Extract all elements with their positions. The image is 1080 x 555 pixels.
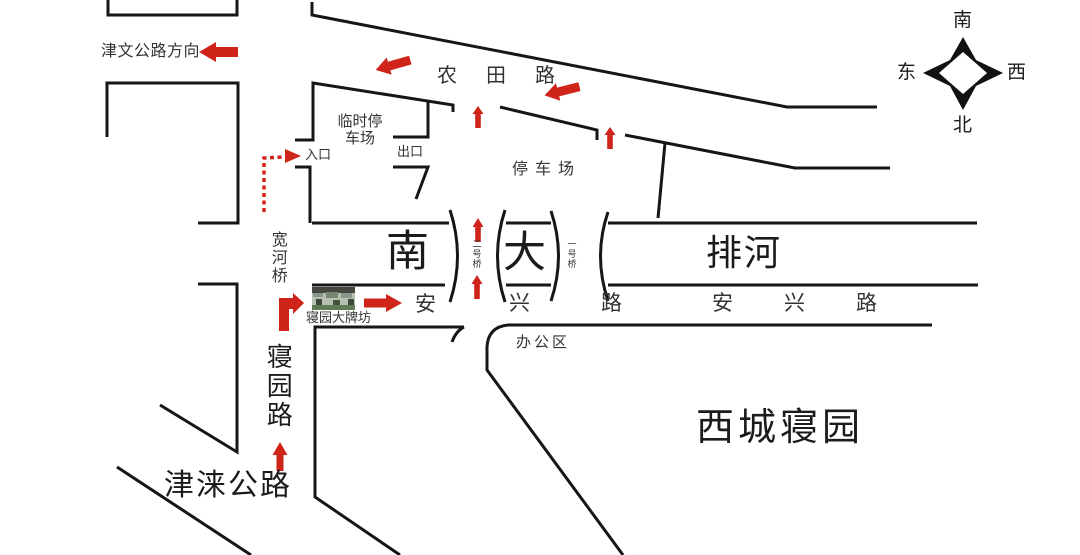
nongtian-west-arrow-icon	[375, 55, 412, 75]
dashed-arrowhead-icon	[285, 149, 301, 163]
paifang-label: 寝园大牌坊	[306, 310, 372, 325]
parking-divider-line	[656, 142, 667, 219]
temp-parking-label: 临时停 车场	[328, 114, 392, 148]
block-west-lower	[159, 282, 239, 455]
paifang-right-arrow-icon	[364, 294, 402, 312]
exit-lower-hook	[393, 165, 431, 200]
parking-north-edge-east	[624, 133, 890, 170]
temp-parking-line2: 车场	[344, 131, 375, 147]
nongtian-road-north-edge	[310, 2, 877, 109]
anxing-east-char-lu: 路	[856, 291, 877, 315]
exit-label: 出口	[397, 144, 424, 159]
parking-north-edge-west	[499, 105, 599, 140]
jinlai-road-label: 津涞公路	[164, 469, 292, 502]
qinyuan-road-label: 寝园路	[263, 343, 293, 430]
route-arrows	[199, 42, 616, 471]
turn-right-elbow-arrow-icon	[279, 293, 304, 331]
cemetery-label: 西城寝园	[696, 407, 865, 449]
block-west-upper	[105, 81, 240, 225]
bridge2-up-arrow-bottom-icon	[471, 275, 483, 299]
entrance-dashed-route	[262, 149, 301, 212]
office-area-label: 办公区	[516, 335, 571, 351]
bridge1-label: 一号桥	[566, 239, 577, 269]
anxing-west-char-an: 安	[415, 292, 436, 316]
qinyuan-up-arrow-icon	[272, 442, 288, 471]
paifang-photo	[312, 287, 355, 310]
anxing-east-char-an: 安	[712, 291, 733, 315]
compass-rose-icon	[923, 37, 1003, 110]
nongtian-road-label: 农田路	[437, 65, 584, 87]
temp-parking-southwest-edge	[295, 165, 312, 223]
bridge2-label: 二号桥	[471, 239, 482, 269]
gate-curve	[450, 325, 465, 343]
river-da-label: 大	[503, 230, 546, 277]
up-arrow-street-icon	[472, 106, 484, 128]
anxing-road-south-edge	[485, 323, 932, 555]
compass-north-label: 北	[953, 115, 973, 136]
jinwen-road-label: 津文公路方向	[101, 43, 201, 60]
block-south-central	[313, 325, 464, 555]
temp-parking-line1: 临时停	[337, 114, 383, 130]
block-topleft-box	[106, 0, 239, 17]
bridge2-up-arrow-top-icon	[472, 218, 484, 242]
temp-parking-west-edge	[295, 81, 455, 142]
compass-south-label: 南	[953, 10, 973, 31]
anxing-east-char-xing: 兴	[784, 291, 805, 315]
kuanhe-bridge-label: 宽河桥	[268, 231, 286, 285]
anxing-west-char-lu: 路	[601, 291, 622, 315]
anxing-west-char-xing: 兴	[509, 291, 530, 315]
road-lines	[105, 0, 978, 555]
river-nan-label: 南	[386, 229, 429, 276]
entrance-label: 入口	[305, 147, 332, 162]
bridge-marks	[448, 209, 610, 303]
nongtian-east-arrow-icon	[544, 82, 581, 101]
parking-label: 停车场	[512, 161, 582, 178]
river-paihe-label: 排河	[706, 233, 783, 273]
compass-east-label: 东	[897, 62, 917, 83]
compass-west-label: 西	[1007, 62, 1027, 83]
up-arrow-parking-icon	[604, 127, 616, 149]
jinlai-road-edge	[116, 465, 252, 555]
exit-upper-hook	[393, 101, 430, 139]
dashed-path	[262, 155, 284, 212]
jinwen-left-arrow-icon	[199, 42, 238, 62]
